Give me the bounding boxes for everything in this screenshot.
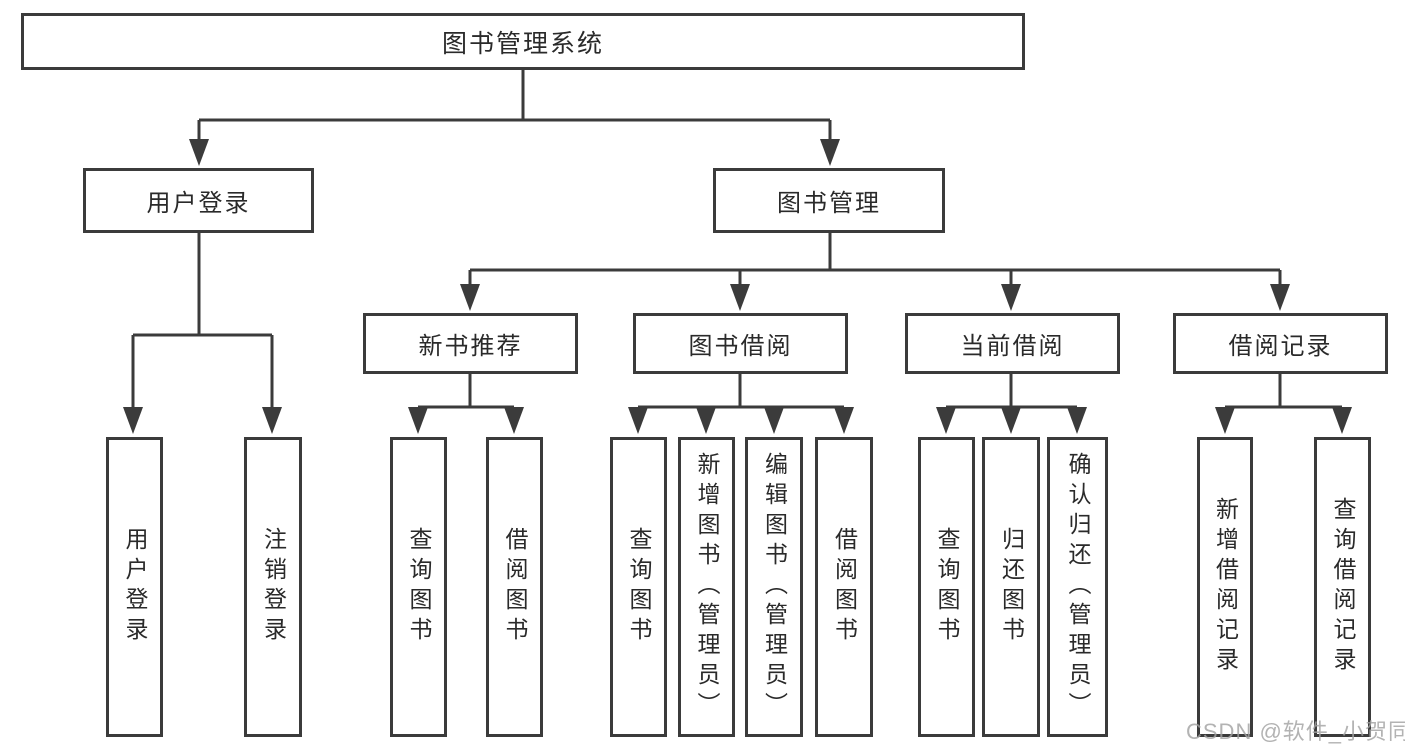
node-new-book-recommend: 新书推荐 bbox=[363, 313, 578, 374]
arrow-icon bbox=[764, 407, 784, 434]
arrow-icon bbox=[820, 139, 840, 166]
leaf-borrow-books-borrowing: 借阅图书 bbox=[815, 437, 873, 737]
arrow-icon bbox=[1001, 284, 1021, 311]
node-book-borrowing: 图书借阅 bbox=[633, 313, 848, 374]
leaf-logout: 注销登录 bbox=[244, 437, 302, 737]
leaf-label: 注销登录 bbox=[260, 527, 287, 647]
leaf-label: 新增图书（管理员） bbox=[694, 452, 720, 722]
watermark: CSDN @软件_小贺同学 bbox=[1186, 719, 1405, 744]
node-current-borrowing: 当前借阅 bbox=[905, 313, 1120, 374]
arrow-icon bbox=[1067, 407, 1087, 434]
leaf-add-borrow-record: 新增借阅记录 bbox=[1197, 437, 1253, 737]
leaf-query-books-current: 查询图书 bbox=[918, 437, 975, 737]
leaf-add-book-admin: 新增图书（管理员） bbox=[678, 437, 735, 737]
leaf-query-borrow-record: 查询借阅记录 bbox=[1314, 437, 1371, 737]
connector-user-login-rail bbox=[131, 233, 274, 412]
arrow-icon bbox=[730, 284, 750, 311]
arrow-icon bbox=[936, 407, 956, 434]
node-root: 图书管理系统 bbox=[21, 13, 1025, 70]
leaf-confirm-return-admin: 确认归还（管理员） bbox=[1047, 437, 1108, 737]
arrow-icon bbox=[408, 407, 428, 434]
connector-book-management-rail bbox=[468, 233, 1282, 288]
arrow-icon bbox=[1215, 407, 1235, 434]
leaf-edit-book-admin: 编辑图书（管理员） bbox=[745, 437, 803, 737]
arrow-icon bbox=[189, 139, 209, 166]
leaf-label: 借阅图书 bbox=[502, 527, 528, 647]
arrow-icon bbox=[1001, 407, 1021, 434]
arrow-icon bbox=[460, 284, 480, 311]
leaf-user-login: 用户登录 bbox=[106, 437, 163, 737]
node-user-login: 用户登录 bbox=[83, 168, 314, 233]
connector-current-borrowing-rail bbox=[944, 374, 1079, 412]
leaf-label: 查询借阅记录 bbox=[1330, 497, 1356, 677]
leaf-label: 编辑图书（管理员） bbox=[761, 452, 788, 722]
leaf-query-books-borrowing: 查询图书 bbox=[610, 437, 667, 737]
arrow-icon bbox=[834, 407, 854, 434]
connector-book-borrowing-rail bbox=[636, 374, 846, 412]
leaf-label: 查询图书 bbox=[626, 527, 652, 647]
leaf-borrow-books-recommend: 借阅图书 bbox=[486, 437, 543, 737]
node-book-management: 图书管理 bbox=[713, 168, 945, 233]
arrow-icon bbox=[1270, 284, 1290, 311]
leaf-label: 用户登录 bbox=[122, 527, 148, 647]
arrow-icon bbox=[628, 407, 648, 434]
arrow-icon bbox=[1332, 407, 1352, 434]
arrow-icon bbox=[696, 407, 716, 434]
connector-root-rail bbox=[197, 69, 832, 144]
arrow-icon bbox=[504, 407, 524, 434]
connector-borrowing-records-rail bbox=[1223, 374, 1344, 412]
leaf-label: 新增借阅记录 bbox=[1212, 497, 1239, 677]
arrow-icon bbox=[123, 407, 143, 434]
leaf-label: 查询图书 bbox=[406, 527, 432, 647]
leaf-label: 归还图书 bbox=[998, 527, 1025, 647]
leaf-return-book: 归还图书 bbox=[982, 437, 1040, 737]
connector-new-book-rail bbox=[416, 374, 516, 412]
leaf-query-books-recommend: 查询图书 bbox=[390, 437, 447, 737]
leaf-label: 确认归还（管理员） bbox=[1065, 452, 1091, 722]
node-borrowing-records: 借阅记录 bbox=[1173, 313, 1388, 374]
leaf-label: 查询图书 bbox=[934, 527, 960, 647]
arrow-icon bbox=[262, 407, 282, 434]
leaf-label: 借阅图书 bbox=[831, 527, 858, 647]
